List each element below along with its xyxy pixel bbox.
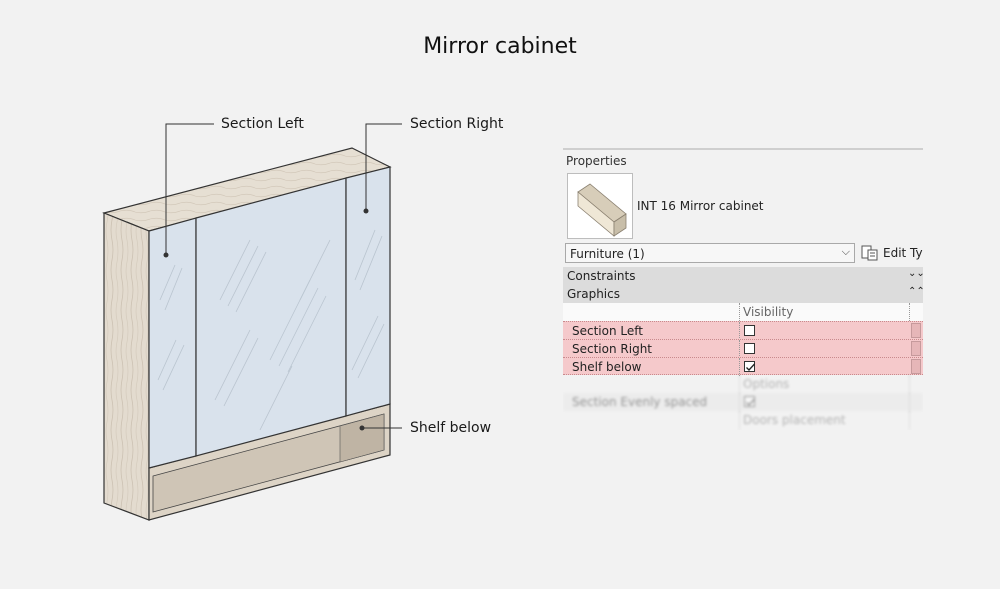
edit-type-icon: [861, 245, 878, 261]
leader-section-right: [365, 123, 402, 211]
collapse-icon: ⌃⌃: [908, 286, 923, 297]
row-button[interactable]: [911, 323, 921, 338]
row-button[interactable]: [911, 359, 921, 374]
param-label: Section Left: [572, 324, 643, 338]
cabinet-left-side: [103, 212, 150, 521]
param-label: Section Evenly spaced: [572, 395, 708, 409]
param-label: Section Right: [572, 342, 652, 356]
category-graphics[interactable]: Graphics ⌃⌃: [563, 285, 923, 303]
faded-row-doors-placement: Doors placement: [563, 411, 923, 429]
door-right: [345, 166, 391, 417]
category-select-value: Furniture (1): [570, 247, 645, 261]
visibility-subheader-row: Visibility: [563, 303, 923, 321]
visibility-subheader: Visibility: [743, 305, 794, 319]
page-title: Mirror cabinet: [423, 34, 577, 59]
chevron-down-icon: ⌵: [841, 245, 850, 258]
param-row-section-left: Section Left: [563, 321, 923, 340]
faded-row-options: Options: [563, 375, 923, 393]
check-icon: [746, 398, 755, 406]
param-row-shelf-below: Shelf below: [563, 357, 923, 376]
section-left-checkbox[interactable]: [744, 325, 755, 336]
row-button[interactable]: [911, 341, 921, 356]
type-thumbnail: [567, 173, 633, 239]
shelf-inner-wall: [339, 413, 385, 463]
callout-section-right: Section Right: [410, 116, 504, 132]
evenly-spaced-checkbox[interactable]: [744, 396, 755, 407]
expand-icon: ⌄⌄: [908, 268, 923, 279]
leader-section-left: [165, 123, 214, 255]
category-constraints[interactable]: Constraints ⌄⌄: [563, 267, 923, 285]
graphics-label: Graphics: [567, 287, 620, 301]
shelf-below-checkbox[interactable]: [744, 361, 755, 372]
type-name: INT 16 Mirror cabinet: [637, 199, 764, 213]
check-icon: [746, 363, 755, 371]
section-right-checkbox[interactable]: [744, 343, 755, 354]
faded-row-evenly-spaced: Section Evenly spaced: [563, 393, 923, 411]
cabinet-thumbnail-icon: [577, 183, 627, 237]
properties-panel: Properties INT 16 Mirror cabinet Furnitu…: [563, 148, 923, 430]
param-label: Shelf below: [572, 360, 642, 374]
callout-section-left: Section Left: [221, 116, 304, 132]
callout-shelf-below: Shelf below: [410, 420, 492, 436]
properties-header: Properties: [566, 154, 627, 168]
door-left: [148, 217, 197, 469]
edit-type-label: Edit Typ: [883, 246, 923, 260]
param-row-section-right: Section Right: [563, 339, 923, 358]
panel-top-border: [563, 148, 923, 150]
constraints-label: Constraints: [567, 269, 636, 283]
doors-placement-subheader: Doors placement: [743, 413, 846, 427]
door-middle: [195, 177, 347, 457]
category-select[interactable]: Furniture (1) ⌵: [565, 243, 855, 263]
edit-type-button[interactable]: Edit Typ: [861, 244, 923, 264]
options-subheader: Options: [743, 377, 790, 391]
